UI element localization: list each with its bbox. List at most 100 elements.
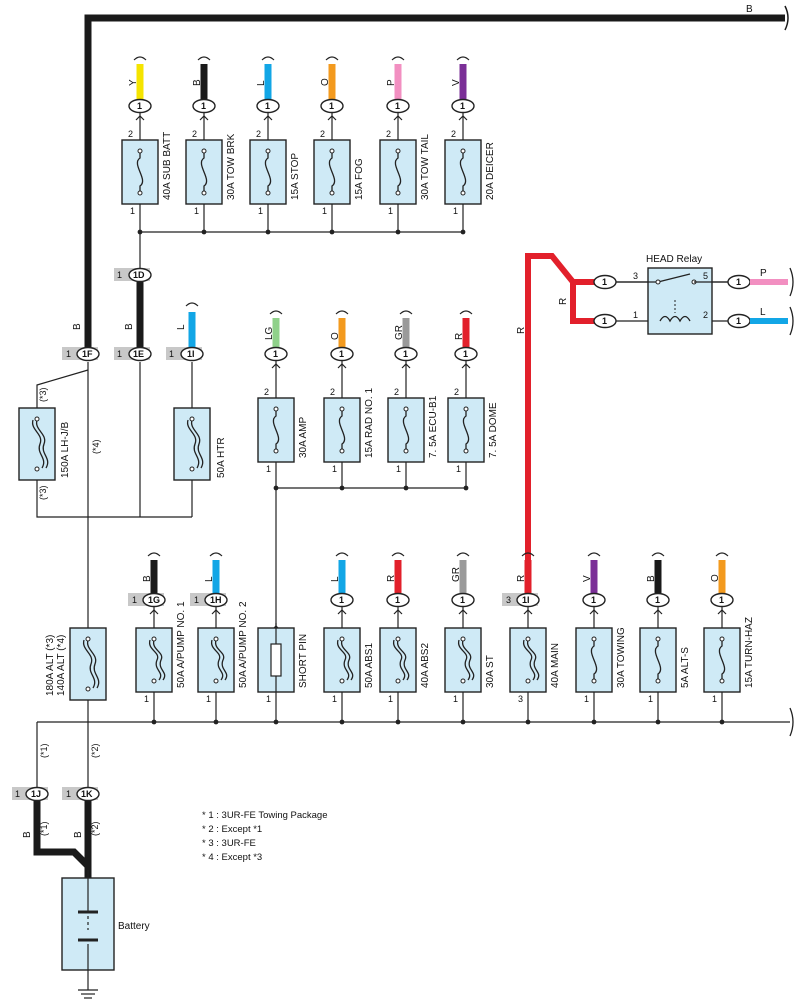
fuse-name-15a-fog: 15A FOG (354, 158, 365, 200)
wire-label-r-main: R (516, 327, 527, 334)
fusible-link-htr: 50A HTR (173, 407, 227, 481)
connector-50a-a-pump-no-1-pin: 1 (132, 595, 137, 605)
pin-bottom-40a-sub-batt: 1 (130, 206, 135, 216)
svg-text:1: 1 (169, 349, 174, 359)
connector-30a-towing[interactable]: 1 (582, 592, 606, 608)
fusible-link-lh-jb: 150A LH-J/B (*3) (*3) (18, 387, 71, 500)
connector-30a-towing-label: 1 (591, 595, 596, 605)
pin-bottom-20a-deicer: 1 (453, 206, 458, 216)
connector-15a-turn-haz[interactable]: 1 (710, 592, 734, 608)
relay-connector-out-top[interactable]: 1 P (727, 267, 794, 297)
wire-label-15a-stop: L (256, 80, 267, 86)
svg-text:150A LH-J/B: 150A LH-J/B (60, 422, 71, 478)
connector-15a-fog-label: 1 (329, 101, 334, 111)
fuse-50a-abs1: L 1 1 50A ABS1 (323, 552, 375, 725)
connector-15a-rad-no-1[interactable]: 1 (330, 346, 354, 362)
pin-bottom-30a-tow-brk: 1 (194, 206, 199, 216)
note-2: * 2 : Except *1 (202, 824, 262, 835)
pin-top-30a-tow-tail: 2 (386, 129, 391, 139)
pin-bottom-50a-a-pump-no-2: 1 (206, 694, 211, 704)
connector-30a-amp-label: 1 (273, 349, 278, 359)
connector-30a-st[interactable]: 1 (451, 592, 475, 608)
wire-label-40a-sub-batt: Y (128, 79, 139, 86)
relay-connector-in-top[interactable]: 1 (593, 274, 617, 290)
svg-text:50A HTR: 50A HTR (216, 437, 227, 478)
pin-bottom-15a-rad-no-1: 1 (332, 464, 337, 474)
connector-1e[interactable]: 1 1E (114, 346, 152, 362)
svg-text:1: 1 (66, 349, 71, 359)
wire-label-15a-fog: O (320, 78, 331, 86)
connector-7-5a-dome-label: 1 (463, 349, 468, 359)
fuse-name-7-5a-dome: 7. 5A DOME (488, 402, 499, 458)
fuse-name-40a-abs2: 40A ABS2 (420, 643, 431, 688)
connector-50a-abs1[interactable]: 1 (330, 592, 354, 608)
pin-top-15a-stop: 2 (256, 129, 261, 139)
pin-top-15a-fog: 2 (320, 129, 325, 139)
fuse-name-20a-deicer: 20A DEICER (485, 142, 496, 200)
fuse-name-40a-sub-batt: 40A SUB BATT (162, 132, 173, 200)
connector-1d[interactable]: 1 1D (114, 267, 152, 283)
wire-label-50a-a-pump-no-1: B (142, 575, 153, 582)
connector-20a-deicer[interactable]: 1 (451, 98, 475, 114)
connector-30a-tow-brk[interactable]: 1 (192, 98, 216, 114)
fuse-name-30a-st: 30A ST (485, 655, 496, 688)
pin-bottom-50a-a-pump-no-1: 1 (144, 694, 149, 704)
connector-15a-fog[interactable]: 1 (320, 98, 344, 114)
note-1: * 1 : 3UR-FE Towing Package (202, 810, 328, 821)
pin-bottom-30a-towing: 1 (584, 694, 589, 704)
wire-label-50a-a-pump-no-2: L (204, 576, 215, 582)
wire-label-7-5a-ecu-b1: GR (394, 325, 405, 340)
connector-50a-a-pump-no-2-pin: 1 (194, 595, 199, 605)
svg-text:(*1): (*1) (39, 743, 49, 758)
connector-40a-main-pin: 3 (506, 595, 511, 605)
connector-30a-amp[interactable]: 1 (264, 346, 288, 362)
connector-5a-alt-s-label: 1 (655, 595, 660, 605)
connector-30a-st-label: 1 (460, 595, 465, 605)
relay-connector-out-bottom[interactable]: 1 L (727, 306, 794, 336)
connector-1f[interactable]: 1 1F (62, 346, 100, 362)
connector-40a-abs2[interactable]: 1 (386, 592, 410, 608)
connector-7-5a-ecu-b1[interactable]: 1 (394, 346, 418, 362)
wire-label-30a-amp: LG (264, 326, 275, 340)
svg-text:5: 5 (703, 271, 708, 281)
note-3: * 3 : 3UR-FE (202, 838, 256, 849)
fuse-name-40a-main: 40A MAIN (550, 643, 561, 688)
connector-7-5a-dome[interactable]: 1 (454, 346, 478, 362)
pin-bottom-40a-main: 3 (518, 694, 523, 704)
svg-text:(*3): (*3) (38, 387, 48, 402)
pin-bottom-50a-abs1: 1 (332, 694, 337, 704)
connector-1i-upper[interactable]: 1 1I (166, 346, 204, 362)
svg-text:1I: 1I (187, 349, 195, 359)
fuse-name-50a-abs1: 50A ABS1 (364, 643, 375, 688)
connector-15a-rad-no-1-label: 1 (339, 349, 344, 359)
connector-30a-tow-tail[interactable]: 1 (386, 98, 410, 114)
wire-label-1e: B (124, 323, 135, 330)
svg-text:1E: 1E (133, 349, 144, 359)
wire-label-5a-alt-s: B (646, 575, 657, 582)
connector-40a-sub-batt[interactable]: 1 (128, 98, 152, 114)
svg-text:1: 1 (66, 789, 71, 799)
connector-5a-alt-s[interactable]: 1 (646, 592, 670, 608)
wire-label-50a-abs1: L (330, 576, 341, 582)
connector-1k[interactable]: 1 1K B (*2) (*2) (62, 743, 100, 838)
svg-text:1: 1 (117, 270, 122, 280)
pin-bottom-40a-abs2: 1 (388, 694, 393, 704)
fuse-name-15a-turn-haz: 15A TURN-HAZ (744, 617, 755, 688)
wire-label-1f: B (72, 323, 83, 330)
relay-connector-in-bottom[interactable]: 1 (593, 313, 617, 329)
svg-text:1K: 1K (81, 789, 93, 799)
connector-1j[interactable]: 1 1J B (*1) (*1) (12, 743, 49, 838)
connector-15a-stop[interactable]: 1 (256, 98, 280, 114)
wire-label-1i: L (176, 324, 187, 330)
